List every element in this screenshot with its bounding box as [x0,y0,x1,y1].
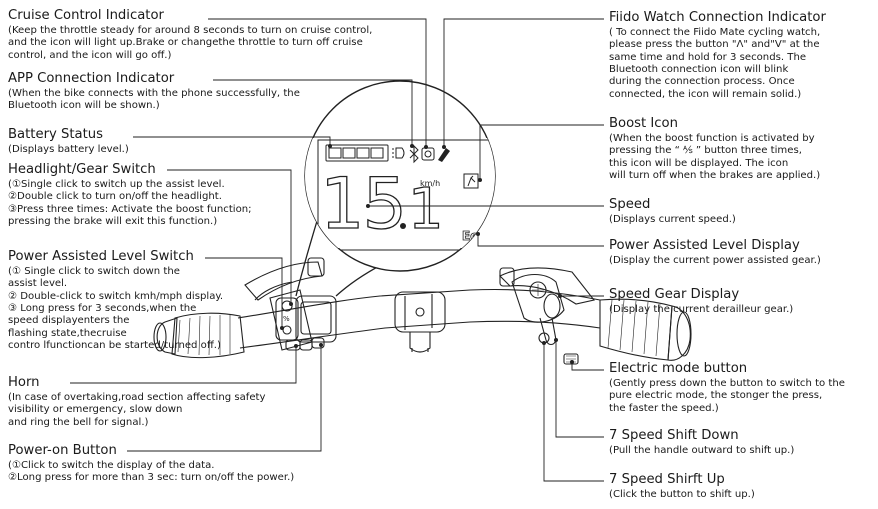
annotation-desc: (In case of overtaking,road section affe… [8,392,266,428]
annotation-title: Horn [8,375,40,390]
annotation-desc: (① Single click to switch down the assis… [8,266,224,351]
annotation-title: Power Assisted Level Display [609,238,800,253]
annotation-desc: (Click the button to shift up.) [609,489,755,501]
annotation-headlight: Headlight/Gear Switch (①Single click to … [8,162,298,228]
battery-indicator [325,144,389,162]
annotation-desc: (Display the current power assisted gear… [609,255,821,267]
annotation-title: Speed [609,197,651,212]
annotation-desc: (①Single click to switch up the assist l… [8,179,252,228]
annotation-title: Speed Gear Display [609,287,740,302]
zoomed-display: 15 1 km/h Ec [304,80,496,272]
annotation-boost: Boost Icon (When the boost function is a… [609,116,871,182]
annotation-cruise: Cruise Control Indicator (Keep the throt… [8,8,428,62]
annotation-desc: (Displays battery level.) [8,144,129,156]
speed-decimal-readout: 1 [408,177,444,242]
annotation-battery: Battery Status (Displays battery level.) [8,127,208,156]
annotation-desc: (①Click to switch the display of the dat… [8,460,295,484]
annotation-title: Battery Status [8,127,104,142]
leader-lines [70,18,604,482]
annotation-title: Electric mode button [609,361,748,376]
annotation-app: APP Connection Indicator (When the bike … [8,71,348,113]
annotation-title: APP Connection Indicator [8,71,175,86]
annotation-pas-switch: Power Assisted Level Switch (① Single cl… [8,249,268,352]
annotation-desc: (Pull the handle outward to shift up.) [609,445,795,457]
speed-readout: 15 [320,163,405,245]
annotation-shift-down: 7 Speed Shift Down (Pull the handle outw… [609,428,871,457]
annotation-desc: (When the bike connects with the phone s… [8,88,300,112]
annotation-desc: (When the boost function is activated by… [609,133,821,182]
annotation-desc: (Keep the throttle steady for around 8 s… [8,25,373,61]
boost-icon [463,173,479,189]
watch-connection-icon [438,148,450,162]
annotation-title: Cruise Control Indicator [8,8,164,23]
svg-text:%: % [283,315,290,323]
annotation-shift-up: 7 Speed Shirft Up (Click the button to s… [609,472,871,501]
right-brake-lever [499,267,595,365]
annotation-title: Fiido Watch Connection Indicator [609,10,826,25]
left-grip [153,312,245,359]
bluetooth-icon [409,144,419,164]
left-brake-lever [244,257,325,301]
annotation-horn: Horn (In case of overtaking,road section… [8,375,308,429]
annotation-desc: (Displays current speed.) [609,214,736,226]
leader-dots [280,144,574,364]
annotation-speed: Speed (Displays current speed.) [609,197,871,226]
cruise-control-icon [421,147,435,161]
left-control-pod: % [269,289,337,351]
annotation-desc: (Gently press down the button to switch … [609,378,845,414]
annotation-desc: (Display the current derailleur gear.) [609,304,794,316]
annotation-title: Power Assisted Level Switch [8,249,194,264]
annotation-watch: Fiido Watch Connection Indicator ( To co… [609,10,871,101]
annotation-title: 7 Speed Shirft Up [609,472,725,487]
right-grip [599,298,692,361]
annotation-pas-display: Power Assisted Level Display (Display th… [609,238,871,267]
annotation-title: Boost Icon [609,116,678,131]
annotation-desc: ( To connect the Fiido Mate cycling watc… [609,27,821,100]
annotation-title: Headlight/Gear Switch [8,162,156,177]
headlight-icon [392,147,405,159]
annotation-electric: Electric mode button (Gently press down … [609,361,875,415]
annotation-title: 7 Speed Shift Down [609,428,739,443]
annotation-title: Power-on Button [8,443,117,458]
speed-unit: km/h [420,179,440,188]
annotation-power: Power-on Button (①Click to switch the di… [8,443,348,485]
annotation-gear: Speed Gear Display (Display the current … [609,287,871,316]
